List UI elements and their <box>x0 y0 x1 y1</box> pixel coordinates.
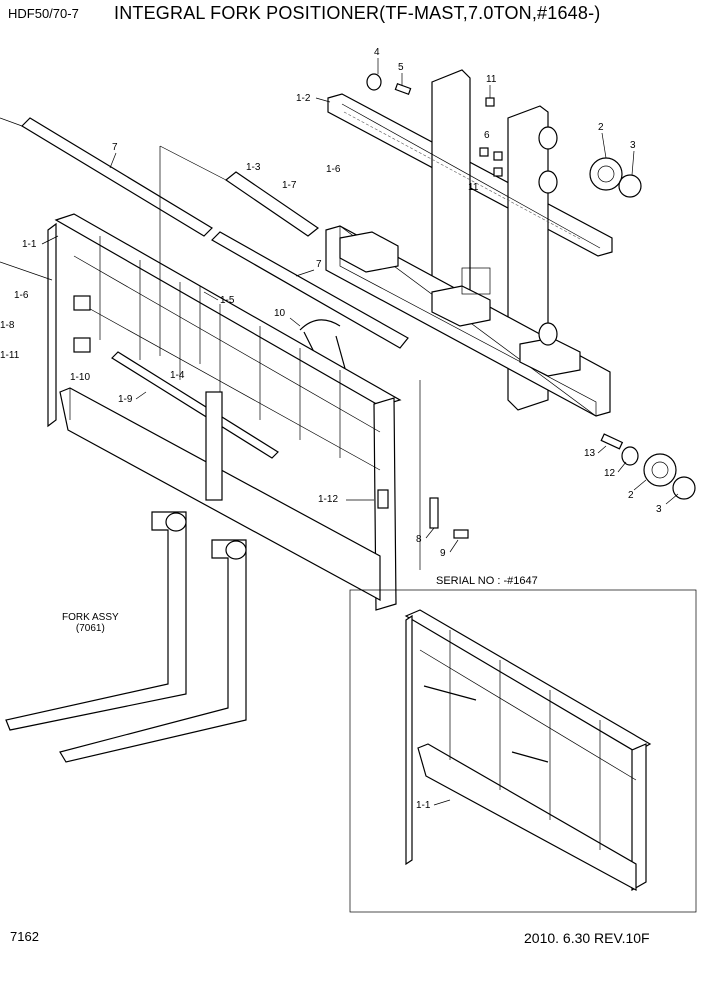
callout-3: 3 <box>630 140 636 151</box>
callout-1-6: 1-6 <box>326 164 341 175</box>
callout-2: 2 <box>598 122 604 133</box>
callout-11b: 11 <box>468 182 479 193</box>
callout-labels: 4 5 11 1-2 2 3 6 11 7 1-3 1-6 1-7 1-1 7 … <box>0 47 679 811</box>
callout-9: 9 <box>440 548 446 559</box>
callout-8: 8 <box>416 534 422 545</box>
page-title: INTEGRAL FORK POSITIONER(TF-MAST,7.0TON,… <box>114 3 601 23</box>
callout-5: 5 <box>398 62 404 73</box>
callout-10: 10 <box>274 308 286 319</box>
positioner-frame <box>47 213 469 611</box>
callout-11: 11 <box>486 74 497 85</box>
callout-1-7: 1-7 <box>282 180 297 191</box>
callout-1-12: 1-12 <box>318 494 338 505</box>
page-number: 7162 <box>10 929 39 944</box>
callout-7: 7 <box>112 142 118 153</box>
callout-1-11: 1-11 <box>0 350 20 361</box>
callout-1-6b: 1-6 <box>14 290 29 301</box>
callout-1-1: 1-1 <box>22 239 37 250</box>
callout-13: 13 <box>584 448 596 459</box>
forks <box>5 511 247 763</box>
callout-1-8: 1-8 <box>0 320 15 331</box>
callout-2b: 2 <box>628 490 634 501</box>
callout-7b: 7 <box>316 259 322 270</box>
callout-6: 6 <box>484 130 490 141</box>
fork-assy-label: FORK ASSY (7061) <box>62 612 119 634</box>
callout-1-2: 1-2 <box>296 93 311 104</box>
callout-1-5: 1-5 <box>220 295 235 306</box>
callout-1-4: 1-4 <box>170 370 185 381</box>
inset-frame <box>404 609 652 892</box>
serial-note: SERIAL NO : -#1647 <box>436 575 538 587</box>
callout-4: 4 <box>374 47 380 58</box>
callout-1-9: 1-9 <box>118 394 133 405</box>
mast-small-parts <box>366 73 696 500</box>
mast-carriage <box>325 69 613 417</box>
callout-12: 12 <box>604 468 616 479</box>
guide-lines <box>0 111 583 570</box>
callout-1-1-inset: 1-1 <box>416 800 431 811</box>
fork-assy-ref: (7061) <box>75 623 105 634</box>
callout-3b: 3 <box>656 504 662 515</box>
shafts <box>21 117 409 459</box>
callout-1-10: 1-10 <box>70 372 90 383</box>
serial-inset-box <box>349 589 697 913</box>
fork-assy-name: FORK ASSY <box>62 612 119 623</box>
revision-date: 2010. 6.30 REV.10F <box>524 930 650 946</box>
callout-1-3: 1-3 <box>246 162 261 173</box>
model-code: HDF50/70-7 <box>8 6 79 21</box>
